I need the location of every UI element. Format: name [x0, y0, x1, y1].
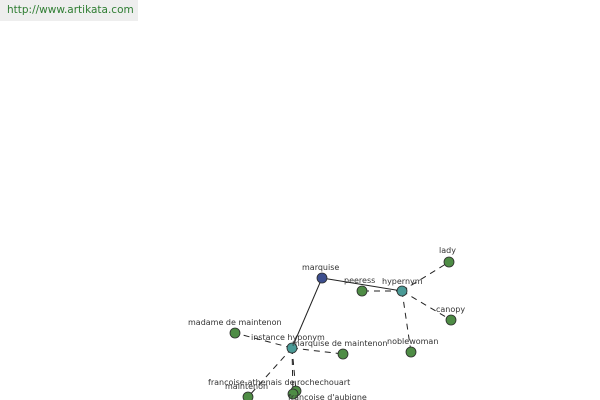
node-label-madame-de-maintenon: madame de maintenon: [188, 318, 282, 327]
edge-instance-hyponym-to-madame-de-maintenon: [234, 332, 293, 349]
node-lady[interactable]: [443, 256, 455, 268]
edge-hypernym-to-lady: [401, 261, 450, 292]
edge-marquise-to-hypernym: [321, 277, 403, 292]
node-marquise-de-maintenon[interactable]: [337, 348, 349, 360]
node-peeress[interactable]: [356, 285, 368, 297]
edge-instance-hyponym-to-francoise-athenais: [291, 347, 297, 392]
node-label-hypernym: hypernym: [382, 277, 423, 286]
node-label-lady: lady: [439, 246, 456, 255]
node-maintenon[interactable]: [242, 391, 254, 400]
node-marquise[interactable]: [316, 272, 328, 284]
node-label-maintenon: maintenon: [225, 382, 268, 391]
edge-instance-hyponym-to-francoise-d-aubigne: [291, 347, 294, 395]
node-instance-hyponym[interactable]: [286, 342, 298, 354]
node-label-marquise-de-maintenon: marquise de maintenon: [292, 339, 387, 348]
node-label-francoise-athenais: francoise-athenais de rochechouart: [208, 378, 350, 387]
node-canopy[interactable]: [445, 314, 457, 326]
node-label-instance-hyponym: instance hyponym: [251, 333, 325, 342]
node-label-marquise: marquise: [302, 263, 339, 272]
edge-instance-hyponym-to-marquise-de-maintenon: [291, 347, 344, 355]
node-label-noblewoman: noblewoman: [387, 337, 438, 346]
node-noblewoman[interactable]: [405, 346, 417, 358]
site-url-link[interactable]: http://www.artikata.com: [7, 4, 134, 16]
node-label-canopy: canopy: [436, 305, 465, 314]
node-label-peeress: peeress: [344, 276, 375, 285]
url-bar: http://www.artikata.com: [0, 0, 138, 21]
edge-hypernym-to-canopy: [401, 290, 452, 321]
node-madame-de-maintenon[interactable]: [229, 327, 241, 339]
node-francoise-d-aubigne[interactable]: [287, 388, 299, 400]
edge-marquise-to-instance-hyponym: [291, 277, 323, 349]
node-label-francoise-d-aubigne: francoise d'aubigne: [288, 393, 367, 400]
node-hypernym[interactable]: [396, 285, 408, 297]
